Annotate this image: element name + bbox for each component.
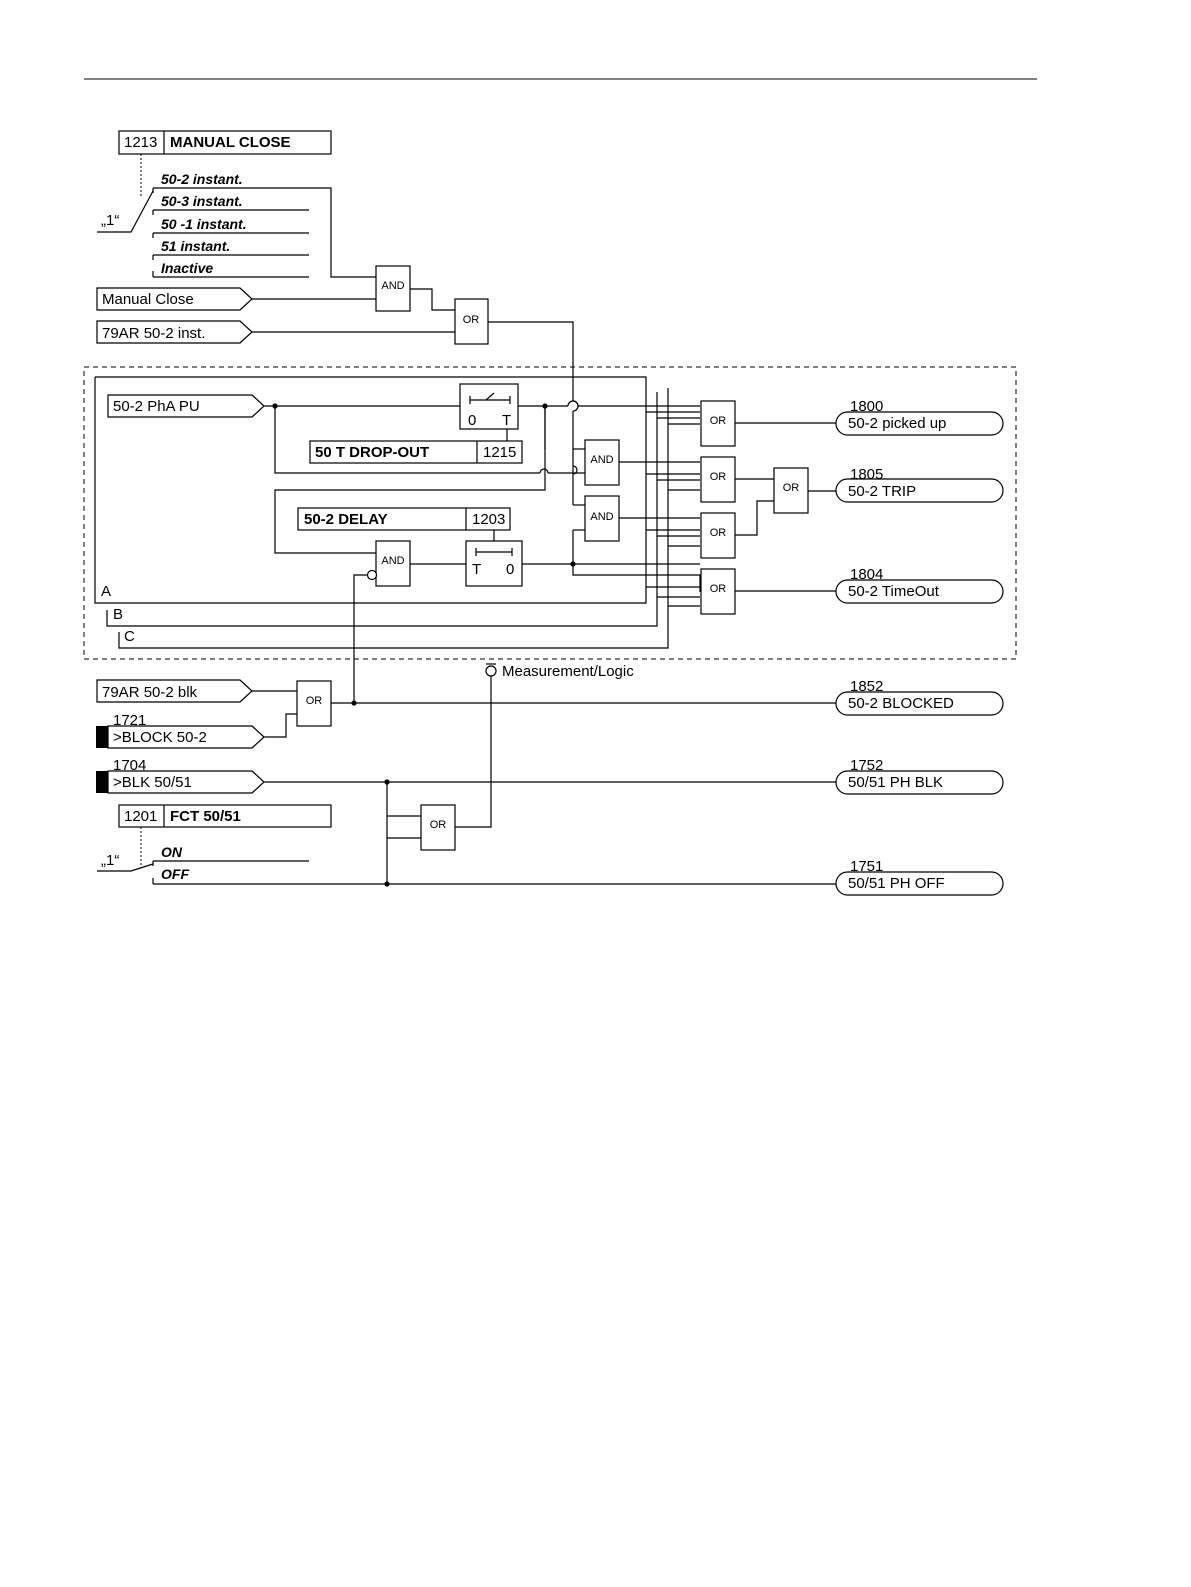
svg-text:AND: AND <box>381 280 404 292</box>
input-block-number: 1721 <box>113 712 146 729</box>
output-ph-blk-number: 1752 <box>850 757 883 774</box>
or-gate-picked-up: OR <box>700 400 736 447</box>
param-delay-name: 50-2 DELAY <box>304 511 388 528</box>
output-picked-up-number: 1800 <box>850 398 883 415</box>
output-blocked: 1852 50-2 BLOCKED <box>835 678 1004 716</box>
input-79ar-inst: 79AR 50-2 inst. <box>96 320 253 344</box>
output-picked-up: 1800 50-2 picked up <box>835 398 1004 436</box>
or-gate-trip-1: OR <box>700 456 736 503</box>
output-ph-blk: 1752 50/51 PH BLK <box>835 757 1004 795</box>
and-gate-trip-2: AND <box>584 495 620 542</box>
input-blk5051-label: >BLK 50/51 <box>113 774 192 791</box>
output-blocked-number: 1852 <box>850 678 883 695</box>
param-fct-number: 1201 <box>124 808 157 825</box>
and-gate-manual-close: AND <box>375 265 411 312</box>
param-dropout: 50 T DROP-OUT 1215 <box>309 440 523 464</box>
output-ph-off-label: 50/51 PH OFF <box>848 875 945 892</box>
option-50-2-instant: 50-2 instant. <box>161 171 243 187</box>
output-ph-off-number: 1751 <box>850 858 883 875</box>
and-gate-delay: AND <box>375 540 411 587</box>
output-picked-up-label: 50-2 picked up <box>848 415 946 432</box>
phase-a-label: A <box>101 583 111 600</box>
measurement-logic-marker <box>485 665 497 677</box>
svg-text:OR: OR <box>710 527 727 539</box>
delay-timer: T 0 <box>465 540 523 587</box>
measurement-logic-label: Measurement/Logic <box>502 663 634 680</box>
output-blocked-label: 50-2 BLOCKED <box>848 695 954 712</box>
param-manual-close: 1213 MANUAL CLOSE 50-2 instant. 50-3 ins… <box>97 130 376 278</box>
svg-text:T: T <box>502 412 511 429</box>
svg-text:0: 0 <box>468 412 476 429</box>
svg-text:T: T <box>472 561 481 578</box>
param-dropout-number: 1215 <box>483 444 516 461</box>
svg-text:OR: OR <box>710 415 727 427</box>
input-50-2-pha-pu: 50-2 PhA PU <box>107 394 265 418</box>
selector-fct: „1“ <box>101 852 119 869</box>
svg-text:AND: AND <box>590 454 613 466</box>
option-inactive: Inactive <box>161 260 213 276</box>
svg-text:AND: AND <box>590 511 613 523</box>
input-manual-close: Manual Close <box>96 287 253 311</box>
option-51-instant: 51 instant. <box>161 238 230 254</box>
option-on: ON <box>161 844 183 860</box>
param-fct-name: FCT 50/51 <box>170 808 241 825</box>
negation-circle <box>366 569 378 581</box>
input-50-2-pha-pu-label: 50-2 PhA PU <box>113 398 200 415</box>
input-79ar-blk: 79AR 50-2 blk <box>96 679 253 703</box>
svg-text:0: 0 <box>506 561 514 578</box>
svg-text:AND: AND <box>381 555 404 567</box>
param-delay-number: 1203 <box>472 511 505 528</box>
input-block-50-2: >BLOCK 50-2 <box>96 725 265 749</box>
input-79ar-blk-label: 79AR 50-2 blk <box>102 684 198 701</box>
param-dropout-name: 50 T DROP-OUT <box>315 444 429 461</box>
or-gate-trip-final: OR <box>773 467 809 514</box>
output-timeout-number: 1804 <box>850 566 883 583</box>
option-50-1-instant: 50 -1 instant. <box>161 216 247 232</box>
svg-text:OR: OR <box>710 583 727 595</box>
or-gate-measurement: OR <box>420 804 456 851</box>
param-delay: 50-2 DELAY 1203 <box>297 507 511 531</box>
input-block-label: >BLOCK 50-2 <box>113 729 207 746</box>
or-gate-trip-2: OR <box>700 512 736 559</box>
svg-text:OR: OR <box>463 314 480 326</box>
output-timeout: 1804 50-2 TimeOut <box>835 566 1004 604</box>
selector-manual-close: „1“ <box>101 212 119 229</box>
or-gate-block: OR <box>296 680 332 727</box>
output-trip: 1805 50-2 TRIP <box>835 466 1004 503</box>
option-off: OFF <box>161 866 189 882</box>
input-blk-50-51: >BLK 50/51 <box>96 770 265 794</box>
output-trip-label: 50-2 TRIP <box>848 483 916 500</box>
phase-b-label: B <box>113 606 123 623</box>
or-gate-timeout: OR <box>700 568 736 615</box>
input-79ar-inst-label: 79AR 50-2 inst. <box>102 325 205 342</box>
input-blk5051-number: 1704 <box>113 757 146 774</box>
phase-c-label: C <box>124 628 135 645</box>
param-manual-close-name: MANUAL CLOSE <box>170 134 291 151</box>
svg-text:OR: OR <box>306 695 323 707</box>
svg-text:OR: OR <box>783 482 800 494</box>
dropout-timer: 0 T <box>459 383 519 430</box>
svg-text:OR: OR <box>430 819 447 831</box>
param-manual-close-number: 1213 <box>124 134 157 151</box>
and-gate-trip-1: AND <box>584 439 620 486</box>
svg-text:OR: OR <box>710 471 727 483</box>
input-manual-close-label: Manual Close <box>102 291 194 308</box>
param-fct: 1201 FCT 50/51 ON OFF „1“ <box>97 804 332 884</box>
or-gate-manual-close: OR <box>454 298 489 345</box>
output-ph-off: 1751 50/51 PH OFF <box>835 858 1004 896</box>
output-timeout-label: 50-2 TimeOut <box>848 583 940 600</box>
output-ph-blk-label: 50/51 PH BLK <box>848 774 943 791</box>
option-50-3-instant: 50-3 instant. <box>161 193 243 209</box>
